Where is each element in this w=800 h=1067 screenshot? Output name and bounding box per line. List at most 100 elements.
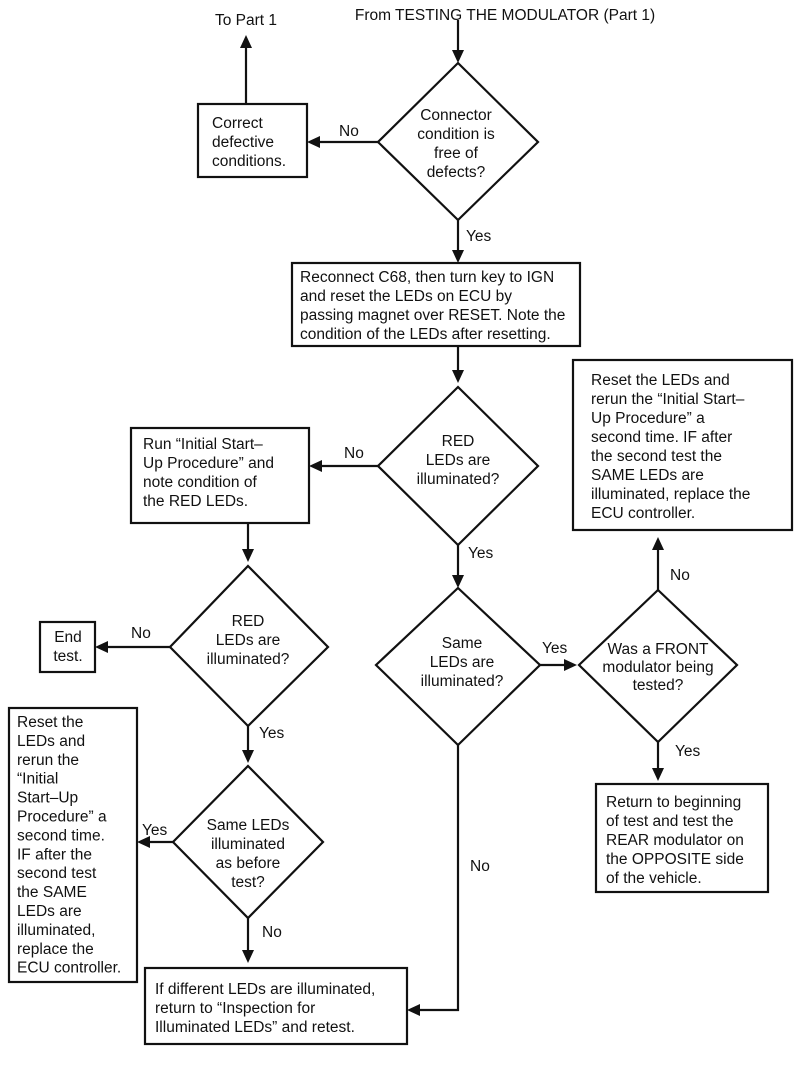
process-return xyxy=(594,782,770,894)
text-line: second time. xyxy=(17,827,105,844)
text-line: the second test the xyxy=(591,448,722,465)
text-line: LEDs and xyxy=(17,733,85,750)
text-line: Start–Up xyxy=(17,790,78,807)
text-line: ECU controller. xyxy=(17,960,121,977)
text-line: Up Procedure” and xyxy=(143,455,274,472)
edge-label-red2-yes: Yes xyxy=(259,725,285,742)
connector-lines xyxy=(108,20,660,1012)
edge-label-same-before-no: No xyxy=(262,924,282,941)
edge-label-same-mid-no: No xyxy=(470,858,490,875)
text-line: LEDs are xyxy=(17,903,82,920)
process-reconnect xyxy=(290,261,582,348)
text-line: the RED LEDs. xyxy=(143,493,248,510)
decision-same-mid xyxy=(374,586,542,747)
text-line: LEDs are xyxy=(426,452,491,469)
text-line: REAR modulator on xyxy=(606,832,744,849)
process-run-initial xyxy=(129,426,311,525)
text-line: return to “Inspection for xyxy=(155,1000,315,1017)
arrowhead-down-return xyxy=(652,768,664,781)
process-reset-right xyxy=(571,358,794,532)
arrowhead-up-part1 xyxy=(240,35,252,48)
text-line: RED xyxy=(232,613,265,630)
text-line: SAME LEDs are xyxy=(591,467,704,484)
arrowheads xyxy=(95,35,664,1016)
text-line: illuminated? xyxy=(417,471,500,488)
text-line: illuminated xyxy=(211,836,285,853)
arrowhead-down-reconnect xyxy=(452,250,464,263)
text-line: RED xyxy=(442,433,475,450)
process-run-initial-text: Run “Initial Start– Up Procedure” and note… xyxy=(143,436,274,510)
text-line: Procedure” a xyxy=(17,809,107,826)
decision-front xyxy=(577,588,739,744)
text-line: note condition of xyxy=(143,474,257,491)
text-line: IF after the xyxy=(17,846,92,863)
text-line: illuminated, xyxy=(17,922,95,939)
text-line: conditions. xyxy=(212,153,286,170)
text-line: “Initial xyxy=(17,771,58,788)
arrowhead-down-different xyxy=(242,950,254,963)
edge-label-connector-yes: Yes xyxy=(466,228,492,245)
decision-same-before xyxy=(171,764,325,920)
decision-connector xyxy=(376,61,540,222)
text-line: illuminated, replace the xyxy=(591,486,750,503)
edge-label-front-yes: Yes xyxy=(675,743,701,760)
text-line: Illuminated LEDs” and retest. xyxy=(155,1019,355,1036)
text-line: LEDs are xyxy=(216,632,281,649)
arrowhead-down-samemid xyxy=(452,575,464,588)
edge-label-front-no: No xyxy=(670,567,690,584)
text-line: Was a FRONT xyxy=(607,641,709,658)
process-end-test xyxy=(38,620,97,674)
text-line: Correct xyxy=(212,115,264,132)
text-line: free of xyxy=(434,145,479,162)
text-line: rerun the “Initial Start– xyxy=(591,391,745,408)
process-correct xyxy=(196,102,309,179)
from-testing-label: From TESTING THE MODULATOR (Part 1) xyxy=(355,7,655,24)
arrowhead-up-reset-right xyxy=(652,537,664,550)
text-line: test. xyxy=(53,648,82,665)
text-line: of the vehicle. xyxy=(606,870,702,887)
text-line: rerun the xyxy=(17,752,79,769)
text-line: test? xyxy=(231,874,265,891)
arrowhead-down-red1 xyxy=(452,370,464,383)
header-labels: To Part 1 From TESTING THE MODULATOR (Pa… xyxy=(215,7,655,29)
edge-label-same-mid-yes: Yes xyxy=(542,640,568,657)
process-correct-text: Correct defective conditions. xyxy=(212,115,286,170)
decision-same-before-text: Same LEDs illuminated as before test? xyxy=(207,817,290,891)
text-line: illuminated? xyxy=(421,673,504,690)
text-line: Up Procedure” a xyxy=(591,410,705,427)
edge-label-red2-no: No xyxy=(131,625,151,642)
shapes xyxy=(7,61,794,1046)
text-line: Return to beginning xyxy=(606,794,741,811)
text-line: condition of the LEDs after resetting. xyxy=(300,326,551,343)
text-line: Run “Initial Start– xyxy=(143,436,263,453)
text-line: defective xyxy=(212,134,274,151)
text-line: Reconnect C68, then turn key to IGN xyxy=(300,269,554,286)
line-samemid-no xyxy=(420,745,460,1012)
process-reset-left xyxy=(7,706,139,984)
text-line: as before xyxy=(216,855,281,872)
text-line: illuminated? xyxy=(207,651,290,668)
text-line: End xyxy=(54,629,82,646)
text-line: replace the xyxy=(17,941,94,958)
process-end-test-text: End test. xyxy=(53,629,82,665)
process-different xyxy=(143,966,409,1046)
text-line: Same LEDs xyxy=(207,817,290,834)
edge-label-connector-no: No xyxy=(339,123,359,140)
text-line: LEDs are xyxy=(430,654,495,671)
text-line: second time. IF after xyxy=(591,429,732,446)
decision-red1 xyxy=(376,385,540,547)
arrowhead-down-samebefore xyxy=(242,750,254,763)
text-line: second test xyxy=(17,865,97,882)
text-line: the SAME xyxy=(17,884,87,901)
text-line: If different LEDs are illuminated, xyxy=(155,981,375,998)
text-line: the OPPOSITE side xyxy=(606,851,744,868)
arrowhead-left-correct xyxy=(307,136,320,148)
text-line: of test and test the xyxy=(606,813,734,830)
text-line: Reset the xyxy=(17,714,83,731)
